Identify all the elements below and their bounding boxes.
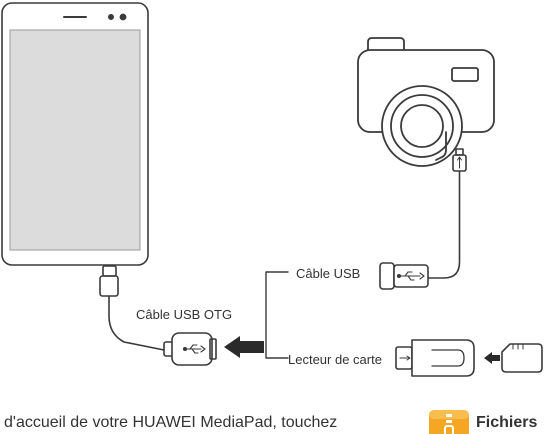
arrow-left-icon [484, 352, 500, 364]
arrow-left-icon [224, 336, 264, 358]
camera-usb-cable [379, 148, 467, 290]
usb-symbol-icon [399, 355, 411, 361]
otg-cable-label: Câble USB OTG [136, 307, 233, 322]
usb-symbol-icon [396, 271, 425, 281]
bracket [265, 271, 289, 359]
camera-illustration [357, 37, 495, 167]
card-reader-illustration [395, 339, 475, 377]
card-reader-label: Lecteur de carte [288, 352, 382, 367]
usb-symbol-icon [457, 156, 462, 169]
otg-cable [99, 265, 165, 351]
instruction-text: d'accueil de votre HUAWEI MediaPad, touc… [4, 414, 338, 431]
files-icon[interactable] [427, 408, 471, 434]
usb-symbol-icon [182, 344, 206, 354]
otg-adapter [163, 332, 217, 366]
sd-card-illustration [501, 343, 543, 373]
instruction-line: d'accueil de votre HUAWEI MediaPad, touc… [0, 406, 545, 434]
tablet-illustration [1, 2, 149, 266]
usb-cable-label: Câble USB [296, 266, 361, 281]
files-label[interactable]: Fichiers [476, 414, 538, 431]
